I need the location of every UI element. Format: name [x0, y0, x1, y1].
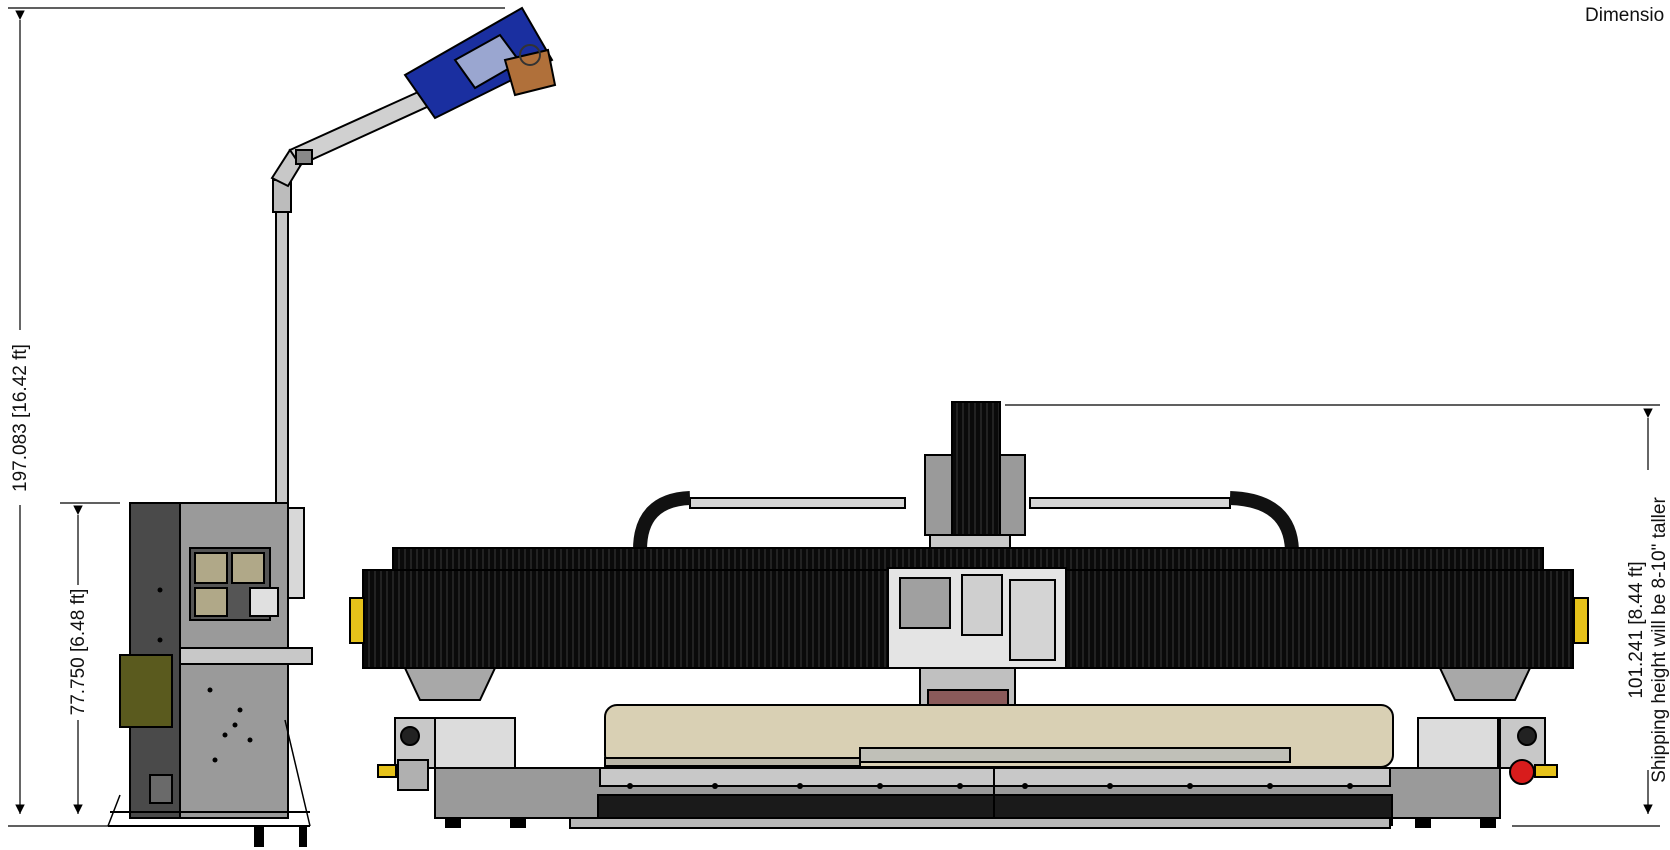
- camera-boom: [270, 53, 510, 506]
- machine-height-label: 101.241 [8.44 ft]: [1626, 561, 1647, 698]
- header-label: Dimensio: [1585, 5, 1665, 26]
- base-frame: [434, 767, 1501, 829]
- dimension-console: [60, 502, 120, 814]
- dimension-machine: [1005, 404, 1660, 827]
- cable-tray: [633, 491, 1299, 551]
- rail-fasteners: [627, 783, 1353, 789]
- overall-height-label: 197.083 [16.42 ft]: [10, 344, 31, 492]
- shipping-note-label: Shipping height will be 8-10" taller: [1649, 497, 1670, 783]
- console-height-label: 77.750 [6.48 ft]: [68, 589, 89, 716]
- right-support: [1417, 667, 1558, 785]
- spindle-column: [924, 401, 1026, 566]
- operator-console: [107, 502, 313, 847]
- console-rivets: [157, 587, 253, 763]
- camera-head: [403, 6, 557, 120]
- dimension-overall: [8, 7, 505, 827]
- cutting-table: [604, 704, 1394, 768]
- base-feet: [445, 818, 1496, 828]
- left-support: [377, 667, 516, 791]
